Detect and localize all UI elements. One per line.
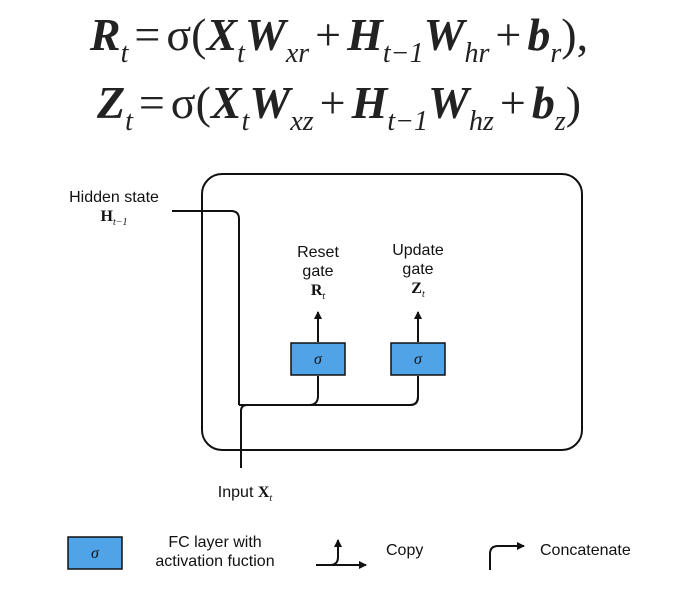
reset-copy-branch bbox=[308, 376, 319, 406]
concat-bus-line bbox=[239, 376, 419, 406]
update-gate-sigma: σ bbox=[414, 351, 423, 368]
update-gate-equation: Zt=σ(XtWxz+Ht−1Whz+bz) bbox=[96, 77, 582, 137]
legend-concat-label: Concatenate bbox=[540, 542, 631, 559]
legend-fc-box bbox=[67, 536, 123, 570]
input-line bbox=[240, 404, 248, 468]
legend-concat-icon bbox=[489, 542, 525, 570]
input-label: Input Xt bbox=[217, 484, 273, 504]
hidden-state-line bbox=[172, 210, 240, 405]
reset-gate-label: Reset gate Rt bbox=[297, 244, 339, 302]
update-copy-branch bbox=[409, 376, 419, 406]
legend-copy-branch bbox=[329, 539, 342, 566]
legend-copy-label: Copy bbox=[386, 542, 424, 559]
gru-cell-border bbox=[201, 173, 583, 451]
update-gate-box bbox=[390, 342, 446, 376]
reset-gate-box bbox=[290, 342, 346, 376]
reset-gate-sigma: σ bbox=[314, 351, 323, 368]
legend-fc-sigma: σ bbox=[91, 545, 100, 562]
update-gate-label: Update gate Zt bbox=[392, 242, 444, 300]
hidden-state-label: Hidden state Ht−1 bbox=[69, 189, 159, 228]
legend-fc-label: FC layer with activation fuction bbox=[155, 534, 275, 570]
reset-gate-equation: Rt=σ(XtWxr+Ht−1Whr+br), bbox=[89, 9, 589, 69]
